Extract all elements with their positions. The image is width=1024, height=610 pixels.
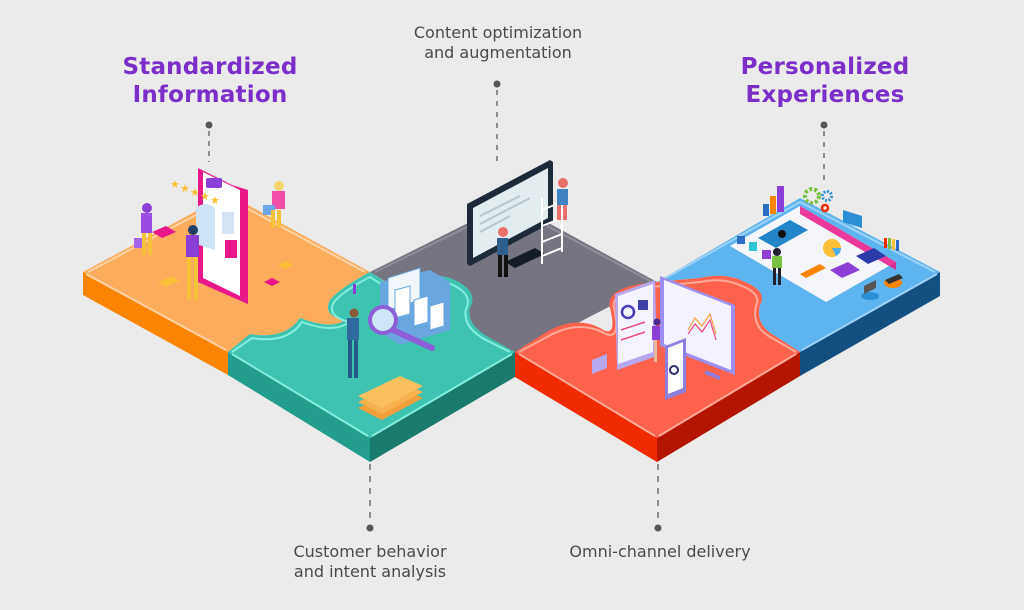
label-line: and intent analysis xyxy=(293,561,447,581)
smartphone-search-illustration xyxy=(665,338,686,400)
smartphone-icon xyxy=(884,274,903,288)
label-line: Customer behavior xyxy=(293,542,447,561)
chat-bubble-icon xyxy=(152,226,176,238)
profile-cards-illustration xyxy=(380,267,450,345)
connector-omni xyxy=(654,464,662,532)
person-figure xyxy=(134,203,152,255)
person-figure xyxy=(652,318,661,362)
label-line: Experiences xyxy=(745,82,905,109)
cube-icon xyxy=(264,278,280,286)
cubes-icon xyxy=(737,236,771,259)
svg-text:★: ★ xyxy=(210,194,220,207)
chat-bubble-icon xyxy=(843,210,862,228)
label-line: Standardized xyxy=(122,54,298,80)
connector-customer xyxy=(366,464,374,532)
connector-personalized xyxy=(820,121,828,180)
label-customer-behavior: Customer behavior and intent analysis xyxy=(250,542,490,581)
person-figure xyxy=(347,284,359,378)
phone-illustration xyxy=(196,168,248,304)
document-panel-illustration xyxy=(615,280,657,370)
svg-text:★: ★ xyxy=(200,190,210,203)
label-content-optimization: Content optimization and augmentation xyxy=(370,23,626,62)
bar-chart-3d-icon xyxy=(763,186,784,216)
laptop-icon xyxy=(861,280,879,300)
label-omni-channel: Omni-channel delivery xyxy=(530,542,790,562)
person-figure xyxy=(557,178,568,220)
person-figure xyxy=(772,248,782,285)
person-figure xyxy=(263,181,285,228)
folder-stack-icon xyxy=(358,376,423,420)
web-dashboard-illustration xyxy=(730,206,896,302)
svg-text:★: ★ xyxy=(170,178,180,191)
label-line: Information xyxy=(132,82,288,109)
person-figure xyxy=(497,227,508,277)
label-standardized-information: Standardized Information xyxy=(95,53,325,109)
connector-content xyxy=(493,80,501,166)
cube-icon xyxy=(278,261,293,269)
label-line: Personalized xyxy=(740,54,910,80)
chat-bubble-icon xyxy=(592,354,607,374)
gears-icon xyxy=(803,187,833,213)
svg-text:★: ★ xyxy=(180,182,190,195)
label-line: and augmentation xyxy=(424,42,572,62)
label-line: Content optimization xyxy=(413,23,583,42)
magnifying-glass-icon xyxy=(368,305,435,351)
chat-bubble-icon xyxy=(158,276,180,287)
stars-rating-icon: ★★ ★★ ★ xyxy=(170,178,220,207)
books-icon xyxy=(884,238,899,251)
person-figure xyxy=(186,225,199,300)
svg-text:★: ★ xyxy=(190,186,200,199)
connector-standardized xyxy=(205,121,213,162)
label-personalized-experiences: Personalized Experiences xyxy=(710,53,940,109)
label-line: Omni-channel delivery xyxy=(569,542,751,561)
monitor-illustration xyxy=(467,160,553,268)
